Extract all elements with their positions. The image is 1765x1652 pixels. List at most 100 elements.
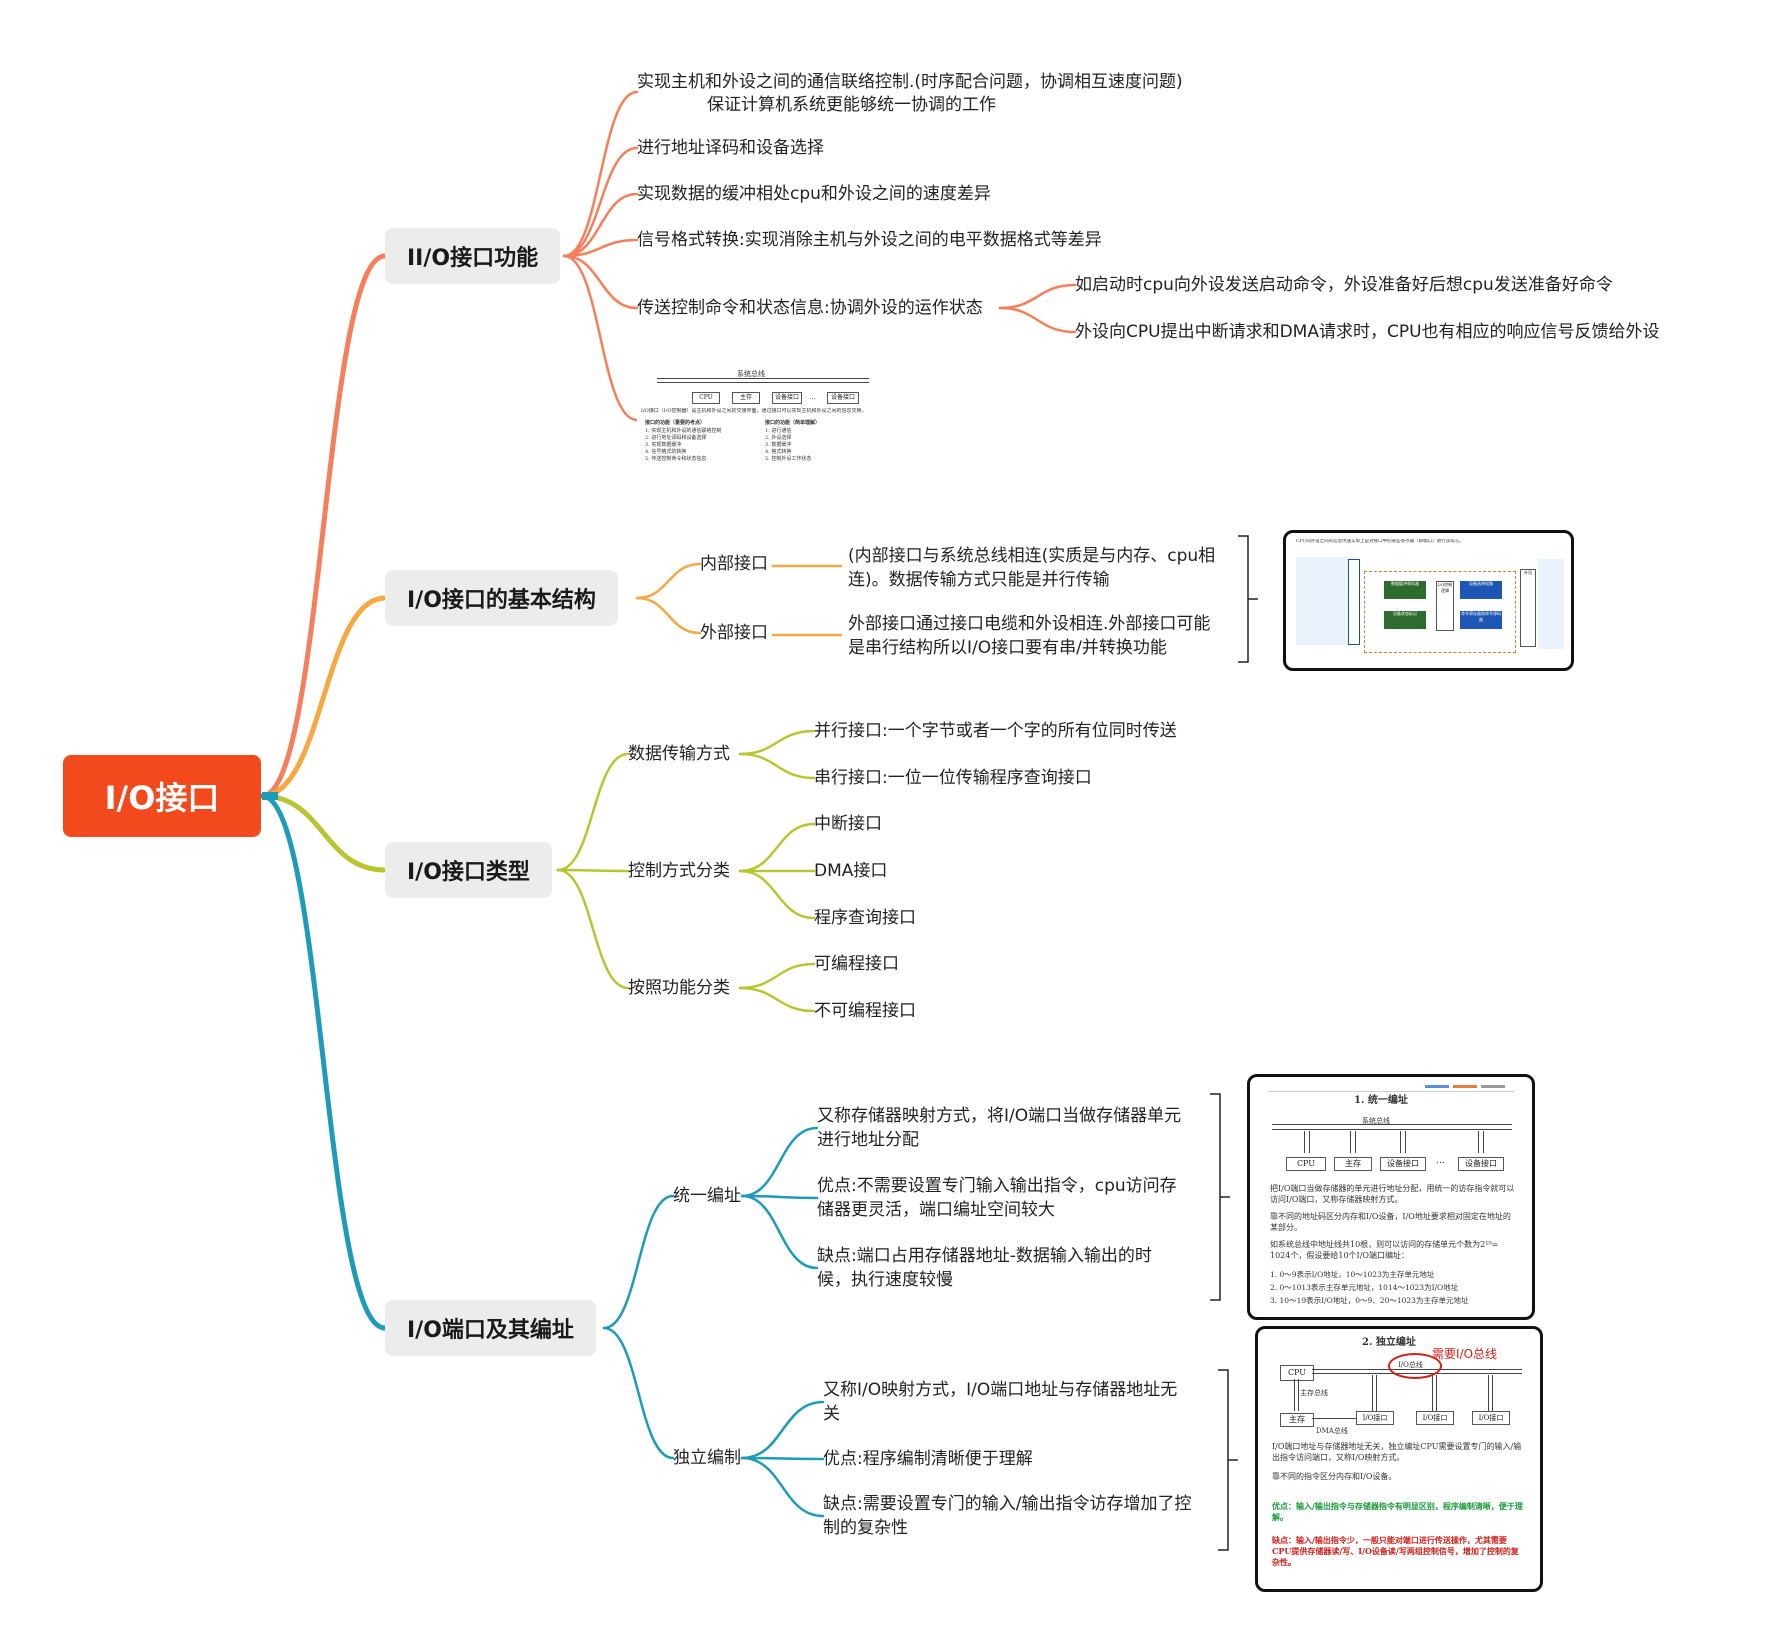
function-item-1-line2: 保证计算机系统更能够统一协调的工作 [707, 95, 996, 115]
group-unified-addressing: 统一编址 [673, 1186, 741, 1206]
addressing-connector [602, 1326, 675, 1460]
thumb-col1-item: 5. 传送控制命令和状态信息 [645, 456, 707, 462]
functions-sub-connector [998, 283, 1077, 310]
functions-connector [562, 238, 639, 258]
thumb-col1-item: 4. 信号格式的转换 [645, 449, 687, 455]
independent-thumb-io2: I/O接口 [1416, 1411, 1454, 1425]
branch-label: I/O接口的基本结构 [407, 588, 596, 613]
struct-thumb-device: 外设 [1520, 569, 1536, 647]
thumb-deco-bar [1453, 1085, 1477, 1088]
independent-thumb-dma-line [1312, 1418, 1356, 1419]
unified-addressing-thumbnail[interactable]: 1. 统一编址 系统总线 CPU 主存 设备接口 … 设备接口 把I/O端口当做… [1247, 1074, 1535, 1320]
thumb-col2-item: 1. 进行通信 [765, 428, 792, 434]
thumb-ellipsis: … [809, 393, 816, 401]
thumb-bus-title: 系统总线 [737, 370, 765, 378]
independent-addressing-thumbnail[interactable]: 2. 独立编址 需要I/O总线 CPU I/O总线 主存总线 主存 DMA总线 … [1255, 1326, 1543, 1592]
internal-interface: 内部接口 [700, 554, 768, 574]
root-connector-addressing [259, 793, 388, 1331]
root-connector-types [259, 793, 388, 873]
addressing-sub-connector [740, 1400, 825, 1460]
types-sub-connector [738, 869, 816, 920]
unified-thumb-l3: 3. 10～19表示I/O地址，0～9、20～1023为主存单元地址 [1270, 1296, 1469, 1305]
unified-thumb-mem: 主存 [1334, 1157, 1372, 1171]
unified-thumb-p1: 把I/O端口当做存储器的单元进行地址分配，用统一的访存指令就可以访问I/O端口，… [1270, 1184, 1515, 1204]
function-item-2: 进行地址译码和设备选择 [637, 138, 824, 158]
programmable-interface: 可编程接口 [814, 954, 899, 974]
unified-item-3: 缺点:端口占用存储器地址-数据输入输出的时候，执行速度较慢 [817, 1246, 1152, 1290]
struct-thumb-data-buffer: 数据缓冲寄存器 [1384, 581, 1426, 599]
struct-thumb-header: CPU同外设之间的信息传送实际上是对接口中的某些寄存器（即端口）进行读或写。 [1296, 539, 1464, 544]
functions-sub-connector [998, 306, 1077, 334]
unified-thumb-arrow [1478, 1131, 1484, 1153]
types-connector [556, 752, 630, 872]
interface-function-thumbnail[interactable]: 系统总线 CPU 主存 设备接口 … 设备接口 I/O接口（I/O控制器）是主机… [637, 366, 889, 470]
external-interface: 外部接口 [700, 623, 768, 643]
thumb-col2-title: 接口的功能（简单理解） [765, 420, 821, 426]
branch-io-interface-structure[interactable]: I/O接口的基本结构 [385, 570, 618, 626]
thumb-box-dev1: 设备接口 [772, 392, 802, 404]
group-function: 按照功能分类 [628, 978, 730, 998]
unified-thumb-arrow [1400, 1131, 1406, 1153]
independent-bracket [1218, 1369, 1238, 1551]
addressing-sub-connector [740, 1456, 825, 1461]
function-item-5-child-2: 外设向CPU提出中断请求和DMA请求时，CPU也有相应的响应信号反馈给外设 [1075, 322, 1660, 342]
struct-thumb-cpu-bar [1348, 559, 1360, 645]
struct-thumb-command: 命令寄存器和命令译码器 [1460, 611, 1502, 629]
thumb-col2: 1. 进行通信 2. 外设选择 3. 数据缓冲 4. 格式转换 5. 控制外设工… [765, 428, 811, 463]
branch-io-port-addressing[interactable]: I/O端口及其编址 [385, 1300, 596, 1356]
thumb-col2-item: 5. 控制外设工作状态 [765, 456, 812, 462]
branch-label: I/O接口类型 [407, 860, 530, 885]
struct-thumb-status: 设备状态标记 [1384, 611, 1426, 629]
thumb-box-mem: 主存 [732, 392, 760, 404]
independent-item-2: 优点:程序编制清晰便于理解 [823, 1449, 1033, 1469]
struct-thumb-left-panel [1296, 557, 1354, 645]
unified-thumb-dev2: 设备接口 [1458, 1157, 1504, 1171]
struct-thumb-io-region [1364, 571, 1516, 653]
branch-io-interface-types[interactable]: I/O接口类型 [385, 842, 552, 898]
structure-connector [635, 562, 702, 600]
thumb-bus-line [657, 378, 869, 383]
root-connector-functions [259, 253, 388, 799]
types-connector [556, 868, 630, 873]
thumb-col1-item: 2. 进行地址译码和设备选择 [645, 435, 707, 441]
independent-thumb-pro: 优点：输入/输出指令与存储器指令有明显区别，程序编制清晰，便于理解。 [1272, 1501, 1523, 1522]
polling-interface: 程序查询接口 [814, 908, 916, 928]
thumb-col2-item: 4. 格式转换 [765, 449, 792, 455]
unified-bracket [1210, 1093, 1230, 1301]
root-label: I/O接口 [104, 779, 220, 817]
struct-thumb-right-panel [1538, 559, 1564, 649]
addressing-connector [602, 1194, 675, 1330]
thumb-col1-title: 接口的功能（重要的考点） [645, 420, 706, 426]
unified-thumb-arrow [1350, 1131, 1356, 1153]
thumb-box-cpu: CPU [692, 392, 720, 404]
handwritten-note: 需要I/O总线 [1432, 1347, 1498, 1361]
independent-thumb-p2: 靠不同的指令区分内存和I/O设备。 [1272, 1472, 1397, 1481]
functions-connector [562, 90, 639, 258]
types-sub-connector [738, 962, 816, 990]
interface-structure-thumbnail[interactable]: CPU同外设之间的信息传送实际上是对接口中的某些寄存器（即端口）进行读或写。 数… [1283, 530, 1574, 671]
unified-item-1: 又称存储器映射方式，将I/O端口当做存储器单元进行地址分配 [817, 1106, 1182, 1150]
unified-thumb-bus: 系统总线 [1362, 1117, 1390, 1125]
independent-thumb-io1: I/O接口 [1356, 1411, 1394, 1425]
unified-thumb-title: 1. 统一编址 [1354, 1095, 1408, 1106]
independent-thumb-p1: I/O端口地址与存储器地址无关，独立编址CPU需要设置专门的输入/输出指令访问端… [1272, 1442, 1522, 1462]
dma-interface: DMA接口 [814, 861, 888, 881]
unified-thumb-p2: 靠不同的地址码区分内存和I/O设备，I/O地址要求相对固定在地址的某部分。 [1270, 1212, 1511, 1232]
internal-interface-desc: (内部接口与系统总线相连(实质是与内存、cpu相连)。数据传输方式只能是并行传输 [848, 546, 1216, 590]
independent-thumb-mem: 主存 [1280, 1413, 1314, 1427]
unified-thumb-bus-line [1272, 1124, 1512, 1130]
addressing-sub-connector [740, 1456, 825, 1518]
function-item-3: 实现数据的缓冲相处cpu和外设之间的速度差异 [637, 184, 991, 204]
group-control-mode: 控制方式分类 [628, 861, 730, 881]
independent-thumb-main-bus: 主存总线 [1300, 1389, 1328, 1397]
struct-thumb-io-logic: I/O控制逻辑 [1436, 581, 1454, 631]
root-topic[interactable]: I/O接口 [63, 755, 261, 837]
unified-thumb-ellipsis: … [1436, 1156, 1445, 1166]
thumb-deco-bar [1481, 1085, 1505, 1088]
branch-label: II/O接口功能 [407, 246, 539, 271]
branch-io-interface-functions[interactable]: II/O接口功能 [385, 228, 561, 284]
function-item-4: 信号格式转换:实现消除主机与外设之间的电平数据格式等差异 [637, 230, 1102, 250]
unified-thumb-dev1: 设备接口 [1380, 1157, 1426, 1171]
functions-connector [562, 254, 639, 310]
independent-thumb-arrow [1372, 1375, 1377, 1411]
